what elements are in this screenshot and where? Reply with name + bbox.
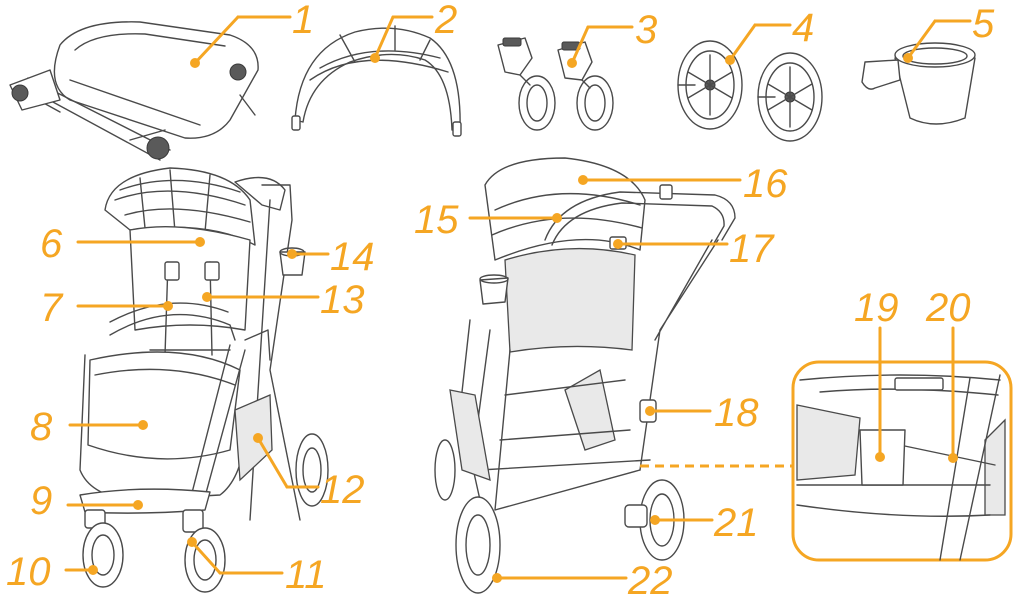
callout-16: 16: [578, 162, 788, 206]
callout-label-12: 12: [320, 468, 365, 512]
callout-label-8: 8: [30, 405, 53, 449]
callout-4: 4: [725, 6, 814, 65]
rear-view-stroller-illustration: [434, 157, 736, 594]
callout-label-11: 11: [285, 553, 327, 597]
callout-12: 12: [253, 433, 365, 512]
callout-14: 14: [287, 235, 375, 279]
callout-label-17: 17: [729, 227, 775, 271]
callout-label-14: 14: [330, 235, 375, 279]
canopy-illustration: [291, 25, 462, 137]
callout-label-3: 3: [635, 8, 657, 52]
front-wheels-illustration: [497, 37, 614, 131]
callout-18: 18: [645, 391, 759, 435]
callout-7: 7: [40, 286, 173, 330]
callout-11: 11: [187, 537, 327, 597]
callout-label-6: 6: [40, 222, 63, 266]
callout-label-18: 18: [714, 391, 759, 435]
callout-20: 20: [925, 286, 971, 463]
callout-3: 3: [567, 8, 657, 68]
callout-17: 17: [613, 227, 775, 271]
callout-label-19: 19: [854, 286, 899, 330]
folded-stroller-illustration: [9, 21, 259, 161]
callout-5: 5: [903, 2, 995, 63]
callout-6: 6: [40, 222, 205, 266]
callout-13: 13: [202, 278, 365, 322]
callout-label-10: 10: [6, 550, 51, 594]
callout-label-7: 7: [40, 286, 64, 330]
callout-label-16: 16: [743, 162, 788, 206]
basket-detail-inset: [791, 360, 1013, 562]
callout-19: 19: [854, 286, 899, 462]
front-view-stroller-illustration: [79, 167, 329, 593]
callout-2: 2: [370, 0, 457, 63]
callout-label-4: 4: [792, 6, 814, 50]
callout-8: 8: [30, 405, 148, 449]
callout-label-1: 1: [292, 0, 314, 42]
callout-15: 15: [414, 198, 562, 242]
callout-label-13: 13: [320, 278, 365, 322]
callout-label-22: 22: [627, 559, 673, 603]
callout-22: 22: [492, 559, 673, 603]
callout-21: 21: [650, 501, 759, 545]
callout-label-21: 21: [713, 501, 759, 545]
callout-label-20: 20: [925, 286, 971, 330]
callout-label-5: 5: [972, 2, 995, 46]
callout-9: 9: [30, 479, 143, 523]
callout-label-9: 9: [30, 479, 52, 523]
cup-holder-illustration: [861, 42, 976, 125]
callout-label-2: 2: [434, 0, 457, 42]
rear-wheels-illustration: [677, 40, 823, 142]
callout-1: 1: [190, 0, 314, 68]
callout-label-15: 15: [414, 198, 459, 242]
callout-10: 10: [6, 550, 98, 594]
